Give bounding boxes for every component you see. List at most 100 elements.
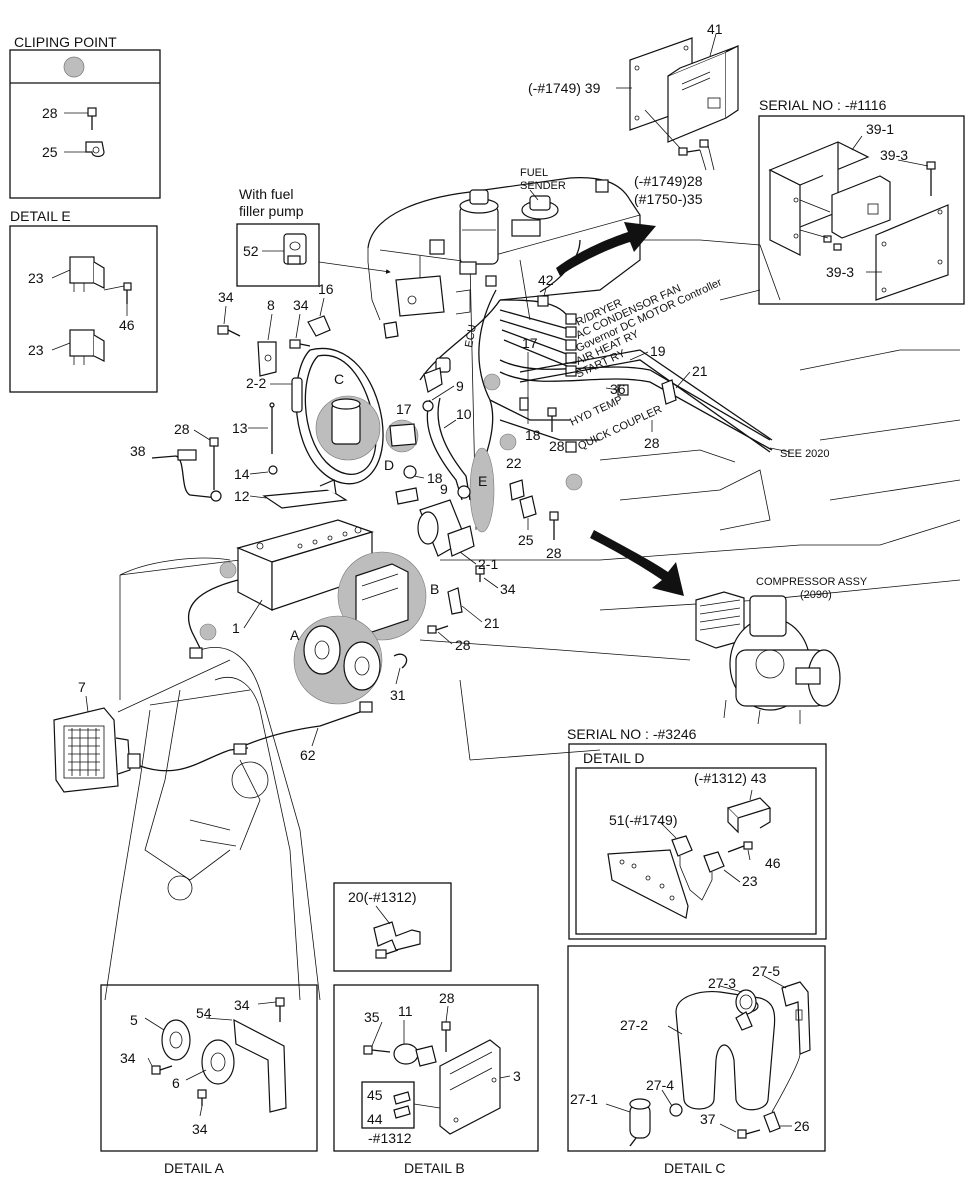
part-label-34: 34 — [293, 297, 309, 313]
bolt-icon — [441, 1021, 451, 1052]
part-label-23: 23 — [28, 342, 44, 358]
bolt-icon — [363, 1045, 391, 1055]
part-label-34: 34 — [234, 997, 250, 1013]
serial-1116-panel: SERIAL NO : -#1116 39-1 39-3 39-3 — [758, 97, 965, 305]
bolt-icon — [151, 1065, 173, 1075]
bolt-icon — [823, 235, 832, 243]
main-part-labels: 34 8 34 16 42 2-2 17 17 9 10 19 21 36 18… — [78, 272, 708, 763]
connector-icon — [485, 275, 497, 287]
part-label-36: 36 — [610, 381, 626, 397]
part-label-28: 28 — [549, 438, 565, 454]
filler-cap-icon — [735, 989, 757, 1015]
detail-c-panel: DETAIL C — [567, 945, 826, 1176]
clip-icon — [85, 141, 105, 158]
bolt-icon — [727, 841, 753, 853]
bracket-54-icon — [233, 1018, 287, 1113]
part-label-20: 20(-#1312) — [348, 889, 417, 905]
bracket-20-icon — [373, 921, 421, 951]
detail-e-title: DETAIL E — [10, 208, 71, 224]
sensor-icon — [423, 367, 443, 393]
left-components — [53, 315, 485, 793]
part-label-34: 34 — [500, 581, 516, 597]
detail-marker-e: E — [478, 473, 487, 489]
detail-b-panel: DETAIL B 35 11 28 3 45 44 -#1312 — [333, 984, 539, 1176]
bolt-icon — [427, 625, 449, 634]
clip-point-marker-icon — [63, 56, 85, 78]
part-label-34: 34 — [218, 289, 234, 305]
serial-3246-title: SERIAL NO : -#3246 — [567, 726, 697, 742]
detail-a-title: DETAIL A — [164, 1160, 225, 1176]
fuel-filler-pump-icon — [283, 233, 307, 265]
part-label-19: 19 — [650, 343, 666, 359]
fuel-filter-icon — [459, 189, 499, 265]
connector-icon — [565, 313, 577, 325]
motor-icon — [417, 499, 475, 557]
bracket-20-panel: 20(-#1312) — [333, 882, 452, 972]
bolt-icon — [123, 282, 132, 304]
bolt-icon — [475, 565, 485, 582]
grommet-icon — [669, 1103, 683, 1117]
fuel-label: FUEL — [520, 167, 548, 179]
relay-icon — [69, 329, 105, 365]
part-label-34: 34 — [120, 1050, 136, 1066]
part-label-38: 38 — [130, 443, 146, 459]
part-label-22: 22 — [506, 455, 522, 471]
bolt-icon — [197, 1089, 207, 1106]
detail-marker-c: C — [334, 371, 344, 387]
bolt-icon — [275, 997, 285, 1022]
part-label-27-5: 27-5 — [752, 963, 780, 979]
part-label-25: 25 — [42, 144, 58, 160]
terminal-icon — [393, 1091, 411, 1119]
clip-bolt-icon — [87, 107, 97, 130]
work-lamp-icon — [53, 707, 141, 793]
with-fuel-label: With fuel — [239, 186, 293, 202]
arrow-icon — [590, 530, 684, 596]
part-label-31: 31 — [390, 687, 406, 703]
part-label-11: 11 — [398, 1003, 413, 1019]
part-label-41: 41 — [707, 21, 723, 37]
controller-assembly: (-#1749) 39 41 (-#1749)28 (#1750-)35 — [528, 21, 739, 207]
part-label-23: 23 — [28, 270, 44, 286]
ecu-label: ECU — [463, 324, 479, 349]
part-label-43: (-#1312) 43 — [694, 770, 767, 786]
detail-c-title: DETAIL C — [664, 1160, 725, 1176]
plate-51-icon — [607, 849, 689, 919]
compressor-ref-label: (2090) — [800, 589, 832, 601]
part-label-18: 18 — [525, 427, 541, 443]
part-label-28: 28 — [439, 990, 455, 1006]
motor-icon — [393, 1043, 437, 1067]
bolt-icon — [209, 437, 219, 490]
detail-marker-a: A — [290, 627, 300, 643]
part-label-28: (-#1749)28 — [634, 173, 703, 189]
relay-icon — [671, 835, 693, 866]
part-label-62: 62 — [300, 747, 316, 763]
relay-icon — [69, 256, 105, 292]
part-label-39-3: 39-3 — [826, 264, 854, 280]
part-label-27-2: 27-2 — [620, 1017, 648, 1033]
sensor-icon — [629, 1098, 651, 1147]
part-label-35: (#1750-)35 — [634, 191, 703, 207]
part-label-17: 17 — [396, 401, 412, 417]
tank-assembly: FUEL SENDER — [367, 167, 641, 531]
part-label-39-3: 39-3 — [880, 147, 908, 163]
part-label-9: 9 — [440, 481, 448, 497]
filter-icon — [331, 398, 361, 445]
part-label-39: (-#1749) 39 — [528, 80, 601, 96]
arrows — [556, 222, 684, 596]
part-label-28: 28 — [546, 545, 562, 561]
connector-icon — [565, 441, 577, 453]
detail-e-panel: DETAIL E 23 23 46 — [9, 208, 158, 393]
horn-icon — [201, 1039, 235, 1085]
part-label-12: 12 — [234, 488, 250, 504]
connector-icon — [519, 397, 529, 411]
part-label-34: 34 — [192, 1121, 208, 1137]
horn-icon — [343, 641, 381, 691]
cliping-point-panel: CLIPING POINT 28 25 — [9, 34, 161, 199]
compressor-assembly: COMPRESSOR ASSY (2090) — [695, 576, 868, 725]
part-label-13: 13 — [232, 420, 248, 436]
part-label-28: 28 — [455, 637, 471, 653]
relay-box-icon — [355, 563, 409, 633]
part-label-54: 54 — [196, 1005, 212, 1021]
battery-icon — [236, 519, 374, 611]
part-label-27-3: 27-3 — [708, 975, 736, 991]
